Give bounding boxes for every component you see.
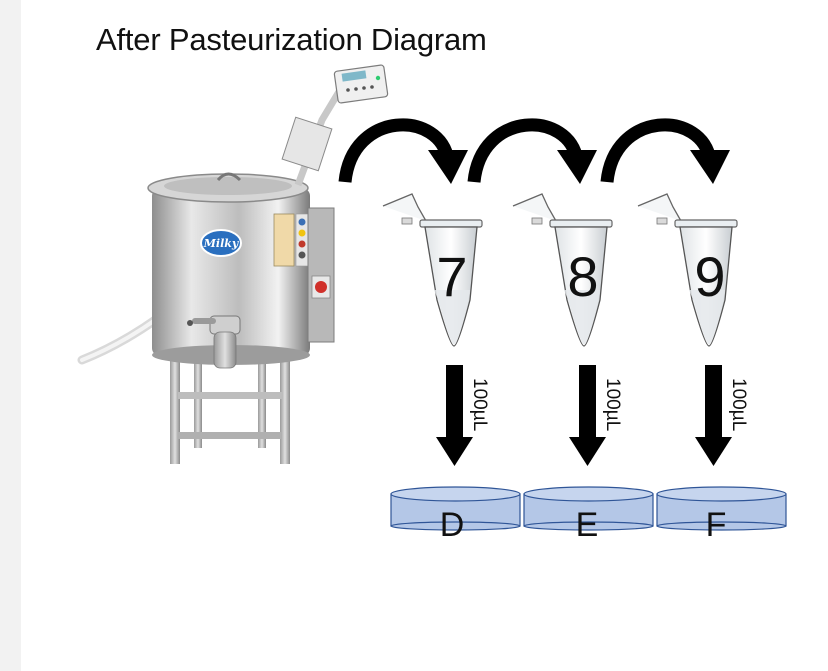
- tube-8: 8: [513, 194, 612, 346]
- arrow-head: [569, 437, 606, 466]
- arrow-shaft: [705, 365, 722, 437]
- plate-E: E: [524, 487, 653, 544]
- plate-label: D: [440, 506, 465, 544]
- tube-9: 9: [638, 194, 737, 346]
- transfer-volume-label: 100µL: [602, 378, 623, 431]
- serial-transfer-arrows: [345, 125, 730, 184]
- plate-F: F: [657, 487, 786, 544]
- arrow-shaft: [579, 365, 596, 437]
- plate-top: [657, 487, 786, 501]
- tube-cap: [513, 194, 556, 221]
- transfer-volume-label: 100µL: [728, 378, 749, 431]
- tube-cap: [638, 194, 681, 221]
- plate-top: [391, 487, 520, 501]
- transfer-volume-label: 100µL: [469, 378, 490, 431]
- emergency-stop-icon: [315, 281, 327, 293]
- tube-number: 7: [436, 245, 467, 308]
- plate-top: [524, 487, 653, 501]
- controller-display: [334, 65, 388, 104]
- brand-logo-text: Milky: [203, 237, 240, 250]
- arrow-head: [695, 437, 732, 466]
- warning-label: [274, 214, 294, 266]
- tube-cap: [383, 194, 426, 221]
- transfer-arrow-1: 100µL: [436, 365, 490, 466]
- pasteurizer-machine: Milky: [82, 65, 388, 464]
- plate-D: D: [391, 487, 520, 544]
- arrow-shaft: [446, 365, 463, 437]
- tube-7: 7: [383, 194, 482, 346]
- curved-arrow-1-head: [428, 150, 468, 184]
- curved-arrow-2-head: [557, 150, 597, 184]
- plate-label: F: [706, 506, 727, 544]
- transfer-arrow-2: 100µL: [569, 365, 623, 466]
- arrow-head: [436, 437, 473, 466]
- tube-number: 8: [567, 245, 598, 308]
- transfer-arrow-3: 100µL: [695, 365, 749, 466]
- plate-label: E: [576, 506, 599, 544]
- tube-number: 9: [694, 245, 725, 308]
- control-box: [308, 208, 334, 342]
- stand-legs: [170, 352, 290, 464]
- curved-arrow-3-head: [690, 150, 730, 184]
